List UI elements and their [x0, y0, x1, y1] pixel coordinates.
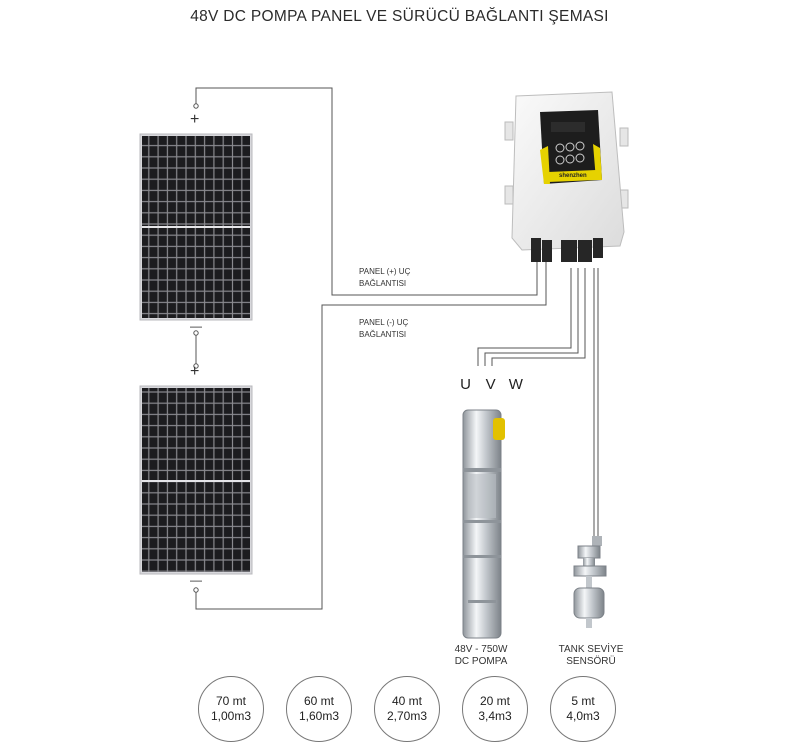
- panel1-plus-sign: +: [190, 111, 200, 128]
- diagram-title: 48V DC POMPA PANEL VE SÜRÜCÜ BAĞLANTI ŞE…: [190, 8, 609, 25]
- sensor-caption: TANK SEVİYE SENSÖRÜ: [558, 644, 624, 667]
- wires: [195, 87, 599, 610]
- panel-positive-label: PANEL (+) UÇ BAĞLANTISI: [359, 267, 411, 288]
- solar-panel-bottom: [139, 385, 253, 575]
- panel1-minus-sign: —: [190, 319, 202, 333]
- phase-v: V: [485, 376, 497, 393]
- panel2-plus-sign: +: [190, 363, 200, 380]
- tank-level-sensor: [573, 536, 607, 628]
- performance-circle-70: 70 mt 1,00m3: [198, 676, 264, 742]
- uvw-label: U V W: [456, 376, 526, 393]
- phase-w: W: [508, 376, 524, 393]
- panel2-minus-sign: —: [190, 573, 202, 587]
- controller-brand: shenzhen: [559, 173, 587, 179]
- dc-pump: [462, 409, 505, 639]
- pump-controller: [504, 91, 629, 262]
- phase-u: U: [460, 376, 472, 393]
- pump-caption: 48V - 750W DC POMPA: [454, 644, 508, 667]
- terminal-dots: [193, 103, 199, 593]
- performance-circle-60: 60 mt 1,60m3: [286, 676, 352, 742]
- solar-panel-top: [139, 133, 253, 321]
- performance-circle-5: 5 mt 4,0m3: [550, 676, 616, 742]
- panel-negative-label: PANEL (-) UÇ BAĞLANTISI: [359, 318, 409, 339]
- performance-circle-40: 40 mt 2,70m3: [374, 676, 440, 742]
- performance-circle-20: 20 mt 3,4m3: [462, 676, 528, 742]
